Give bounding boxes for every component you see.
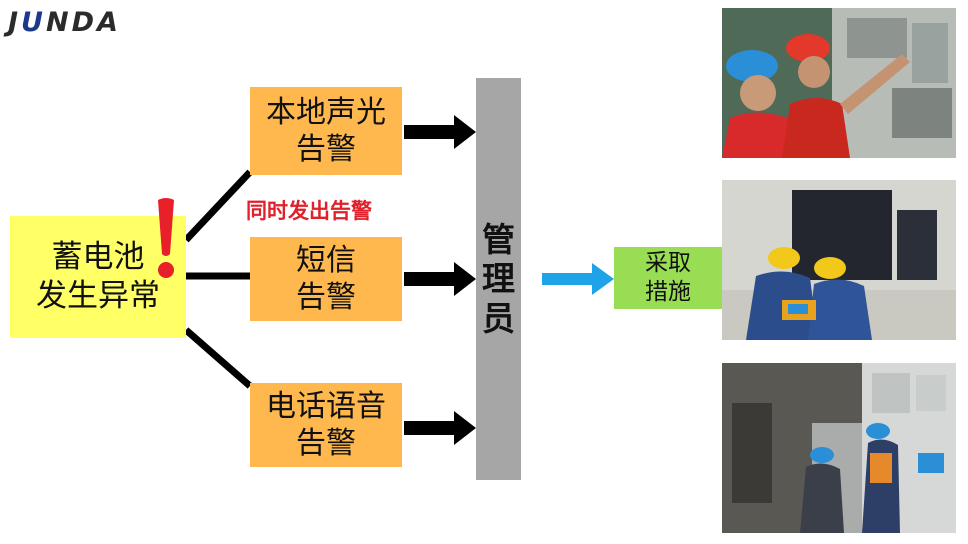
workers-at-cabinet-photo	[722, 363, 956, 533]
alarm-2-line-2: 告警	[296, 280, 356, 315]
workers-inspecting-panel-photo	[722, 8, 956, 158]
connector-to-alarm-1	[183, 169, 253, 243]
manager-char-3: 员	[482, 298, 515, 338]
alarm-2-line-1: 短信	[296, 242, 356, 278]
exclamation-icon	[158, 198, 174, 278]
alarm-1-line-2: 告警	[296, 132, 356, 167]
action-line-1: 采取	[645, 250, 691, 277]
workers-testing-batteries-photo	[722, 180, 956, 340]
battery-abnormal-box: 蓄电池 发生异常	[10, 216, 186, 338]
take-action-box: 采取 措施	[614, 247, 722, 309]
manager-box: 管 理 员	[476, 78, 521, 480]
source-line-2: 发生异常	[36, 278, 160, 314]
manager-char-1: 管	[482, 219, 515, 259]
company-logo: JUNDA	[8, 7, 121, 38]
arrow-alarm-2-to-manager	[404, 262, 476, 296]
alarm-1-line-1: 本地声光	[266, 94, 386, 130]
arrow-manager-to-action	[542, 263, 614, 295]
alarm-3-line-1: 电话语音	[266, 388, 386, 424]
local-sound-light-alarm-box: 本地声光 告警	[250, 87, 402, 175]
simultaneous-alarm-label: 同时发出告警	[246, 199, 372, 223]
phone-voice-alarm-box: 电话语音 告警	[250, 383, 402, 467]
action-line-2: 措施	[645, 279, 691, 305]
manager-char-2: 理	[482, 259, 515, 299]
arrow-alarm-1-to-manager	[404, 115, 476, 149]
sms-alarm-box: 短信 告警	[250, 237, 402, 321]
arrow-alarm-3-to-manager	[404, 411, 476, 445]
connector-to-alarm-3	[183, 327, 253, 389]
source-line-1: 蓄电池	[51, 239, 145, 276]
alarm-3-line-2: 告警	[296, 426, 356, 461]
